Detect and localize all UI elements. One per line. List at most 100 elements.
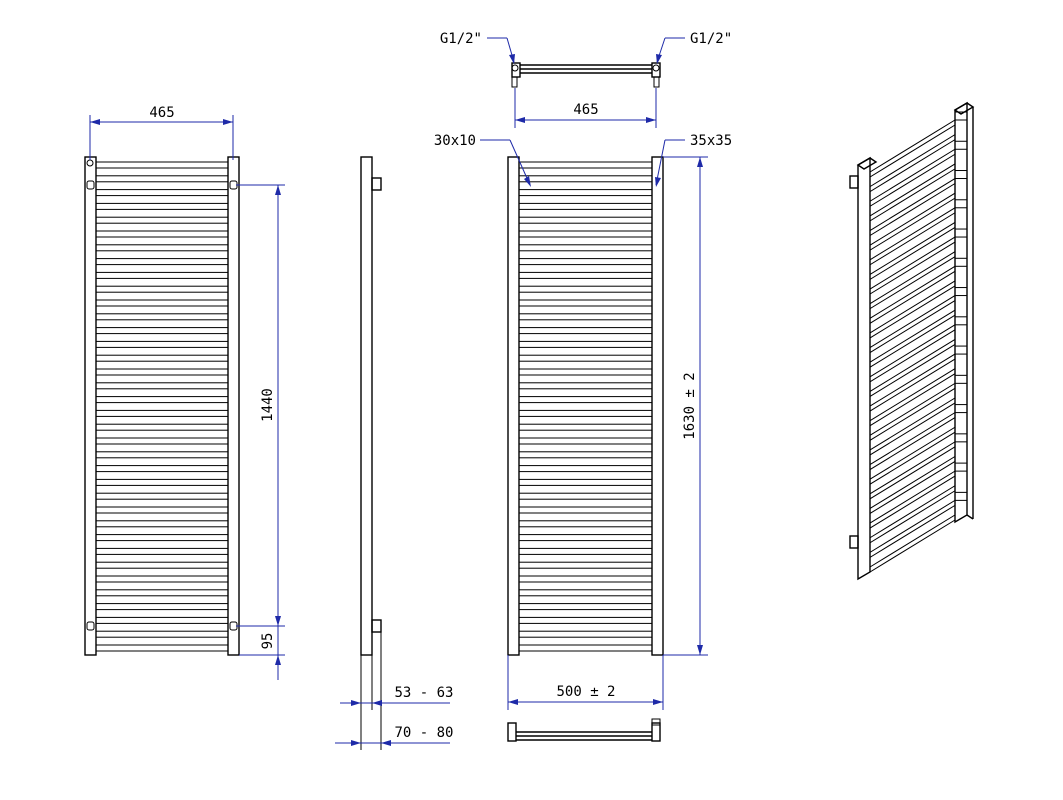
bottom-left-collector [507, 722, 517, 742]
bar [518, 202, 653, 210]
bar [518, 271, 653, 279]
bar [95, 616, 229, 624]
connection-left-label: G1/2" [440, 31, 482, 47]
bar [518, 630, 653, 638]
bar [518, 451, 653, 459]
front-width-label: 465 [149, 105, 174, 121]
top-width-dimension: 465 [514, 88, 657, 128]
bar [518, 340, 653, 348]
iso-bar-end [954, 170, 968, 180]
front-height-dimension: 1440 [236, 184, 285, 627]
bar [518, 506, 653, 514]
bar [518, 478, 653, 486]
bar [518, 285, 653, 293]
bottom-view [507, 718, 661, 742]
bar [95, 589, 229, 597]
bar [518, 520, 653, 528]
iso-bar [869, 440, 956, 500]
iso-bar [869, 309, 956, 369]
iso-bar [869, 162, 956, 222]
iso-bar [869, 206, 956, 266]
collector-size-label: 35x35 [690, 133, 732, 149]
front-right-collector [227, 156, 240, 656]
side-bracket-upper [371, 177, 382, 191]
bar [518, 465, 653, 473]
bar [95, 409, 229, 417]
iso-bar-end [954, 345, 968, 355]
bar [95, 630, 229, 638]
front-stud-top-left [86, 159, 94, 167]
bottom-right-collector [651, 722, 661, 742]
iso-bar [869, 119, 956, 178]
side-depth-label-2: 70 - 80 [394, 725, 453, 741]
bar [95, 216, 229, 224]
bar [95, 465, 229, 473]
bar [95, 506, 229, 514]
front-width-dimension: 465 [89, 105, 234, 160]
bar [95, 327, 229, 335]
bar [518, 561, 653, 569]
iso-bar-end [954, 287, 968, 297]
iso-bar [869, 397, 956, 456]
bar [518, 616, 653, 624]
iso-bar-end [954, 111, 968, 121]
iso-bar-end [954, 462, 968, 472]
bar [518, 644, 653, 652]
bar [95, 478, 229, 486]
bar [518, 368, 653, 376]
bar [518, 161, 653, 169]
iso-bar [869, 177, 956, 237]
iso-bar [869, 265, 956, 325]
rear-view: 30x10 35x35 1630 ± 2 500 ± 2 [434, 133, 732, 710]
bar [518, 216, 653, 224]
bar [95, 396, 229, 404]
bar [95, 189, 229, 197]
bar [518, 423, 653, 431]
connection-left-callout: G1/2" [440, 31, 515, 64]
top-left-port [511, 76, 518, 88]
iso-bar [869, 250, 956, 310]
bar [95, 258, 229, 266]
iso-bar [869, 426, 956, 486]
iso-bar-end [954, 199, 968, 209]
bar [95, 492, 229, 500]
rear-width-label: 500 ± 2 [556, 684, 615, 700]
iso-bar [869, 499, 956, 559]
bar [95, 423, 229, 431]
bar-size-callout: 30x10 [434, 133, 531, 187]
iso-bar [869, 192, 956, 252]
bar [95, 299, 229, 307]
iso-bar [869, 382, 956, 442]
front-offset-label: 95 [260, 633, 276, 650]
bar [518, 175, 653, 183]
bar [95, 354, 229, 362]
iso-bar [869, 470, 956, 530]
iso-bar [869, 221, 956, 281]
top-width-label: 465 [573, 102, 598, 118]
side-depth-dimension-2: 70 - 80 [335, 725, 454, 746]
bar [518, 575, 653, 583]
side-depth-dimension-1: 53 - 63 [340, 685, 454, 706]
bar [95, 603, 229, 611]
bar [95, 285, 229, 293]
bar [518, 299, 653, 307]
iso-bars [869, 111, 968, 573]
iso-bar [869, 353, 956, 412]
iso-bar-end [954, 228, 968, 238]
isometric-view [849, 101, 975, 581]
bar [518, 382, 653, 390]
iso-bar [869, 367, 956, 427]
bar [95, 340, 229, 348]
rear-bars [518, 161, 653, 652]
side-bracket-lower [371, 619, 382, 633]
iso-bar [869, 484, 956, 544]
top-right-port [653, 76, 660, 88]
bar [95, 561, 229, 569]
bar [518, 258, 653, 266]
connection-right-label: G1/2" [690, 31, 732, 47]
side-view: 53 - 63 70 - 80 [335, 156, 454, 750]
bar [95, 244, 229, 252]
bar [95, 451, 229, 459]
bar [95, 575, 229, 583]
